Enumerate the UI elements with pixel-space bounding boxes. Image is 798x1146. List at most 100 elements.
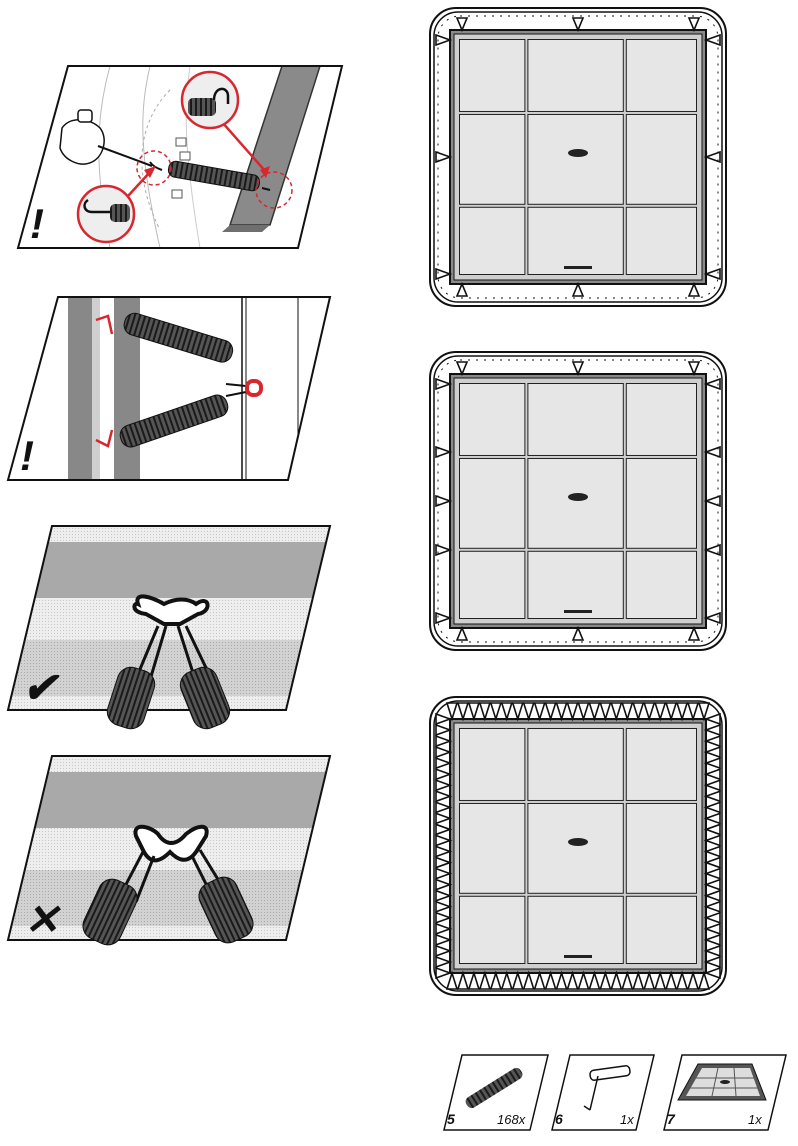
- part-number: 6: [555, 1111, 563, 1127]
- part-number: 5: [447, 1111, 455, 1127]
- spring-marker: [703, 494, 721, 508]
- mat-panel: [527, 39, 624, 112]
- spring-marker: [533, 970, 546, 990]
- spring-marker: [703, 712, 721, 726]
- spring-marker: [654, 702, 667, 722]
- spring-marker: [435, 966, 453, 980]
- spring-marker: [435, 790, 453, 803]
- mat-panel: [625, 728, 697, 801]
- mat-panel: [459, 895, 526, 964]
- spring-marker: [511, 702, 524, 722]
- brand-stripe: [564, 266, 592, 269]
- spring-marker: [478, 702, 491, 722]
- cross-mark: ✕: [24, 896, 61, 943]
- spring-marker: [522, 970, 535, 990]
- spring-marker: [571, 281, 585, 297]
- spring-marker: [435, 723, 453, 737]
- spring-marker: [456, 970, 470, 990]
- assembly-steps: [429, 7, 727, 996]
- spring-marker: [467, 970, 481, 990]
- mat-panel: [459, 383, 526, 456]
- mat-panel: [625, 383, 697, 456]
- spring-marker: [599, 970, 612, 990]
- mat-panel: [625, 802, 697, 894]
- spring-marker: [435, 856, 453, 869]
- spring-marker: [435, 712, 453, 726]
- spring-marker: [435, 955, 453, 969]
- parts-list: 5 168x 6 1x 7: [443, 1054, 787, 1131]
- spring-marker: [675, 970, 689, 990]
- spring-icon: [465, 1067, 523, 1109]
- mat-panel: [625, 39, 697, 112]
- spring-marker: [703, 150, 721, 164]
- spring-marker: [703, 878, 721, 891]
- spring-marker: [522, 702, 535, 722]
- spring-marker: [435, 768, 453, 781]
- spring-marker: [703, 267, 721, 281]
- spring-marker: [544, 702, 557, 722]
- spring-marker: [478, 970, 491, 990]
- spring-marker: [610, 702, 623, 722]
- spring-marker: [435, 543, 453, 557]
- spring-marker: [455, 361, 469, 377]
- mat-panel: [459, 206, 526, 275]
- tool-icon: [583, 1065, 631, 1111]
- mat-panel: [459, 39, 526, 112]
- spring-marker: [435, 445, 453, 459]
- brand-logo: [568, 493, 588, 501]
- mat-panel: [625, 457, 697, 549]
- spring-marker: [703, 779, 721, 792]
- trampoline-step-1: [429, 7, 727, 307]
- spring-marker: [686, 702, 700, 722]
- check-mark: ✔: [22, 664, 60, 711]
- spring-marker: [511, 970, 524, 990]
- spring-marker: [697, 970, 711, 990]
- mat-panel: [459, 728, 526, 801]
- spring-marker: [571, 17, 585, 33]
- spring-marker: [566, 702, 579, 722]
- spring-marker: [703, 33, 721, 47]
- mat-panel: [527, 206, 624, 275]
- spring-marker: [435, 944, 453, 958]
- mat-panel: [625, 550, 697, 619]
- spring-marker: [435, 734, 453, 748]
- spring-marker: [435, 33, 453, 47]
- spring-marker: [435, 267, 453, 281]
- part-jumping-mat: 7 1x: [663, 1054, 787, 1131]
- part-spring: 5 168x: [443, 1054, 549, 1131]
- spring-marker: [703, 611, 721, 625]
- spring-marker: [544, 970, 557, 990]
- mat-panel: [527, 113, 624, 205]
- jumping-mat-icon: [677, 1063, 767, 1101]
- hand-illustration: [59, 109, 153, 167]
- mat-panel: [459, 113, 526, 205]
- mat-panel: [625, 895, 697, 964]
- spring-marker: [435, 911, 453, 924]
- spring-marker: [500, 702, 513, 722]
- mat-panel: [459, 457, 526, 549]
- spring-marker: [703, 377, 721, 391]
- spring-marker: [687, 281, 701, 297]
- spring-marker: [687, 17, 701, 33]
- spring-marker: [703, 889, 721, 902]
- spring-marker: [632, 702, 645, 722]
- spring-marker: [703, 790, 721, 803]
- spring-marker: [555, 702, 568, 722]
- spring-marker: [703, 922, 721, 935]
- part-quantity: 1x: [748, 1112, 762, 1127]
- mat-panel: [527, 728, 624, 801]
- spring-marker: [703, 801, 721, 814]
- spring-marker: [703, 734, 721, 748]
- spring-marker: [654, 970, 667, 990]
- spring-marker: [703, 933, 721, 947]
- spring-marker: [643, 702, 656, 722]
- mat-panel: [527, 383, 624, 456]
- spring-illustration: [149, 160, 271, 192]
- spring-marker: [703, 543, 721, 557]
- spring-marker: [435, 900, 453, 913]
- mat-panel: [459, 550, 526, 619]
- spring-marker: [687, 361, 701, 377]
- spring-marker: [435, 779, 453, 792]
- spring-marker: [435, 745, 453, 759]
